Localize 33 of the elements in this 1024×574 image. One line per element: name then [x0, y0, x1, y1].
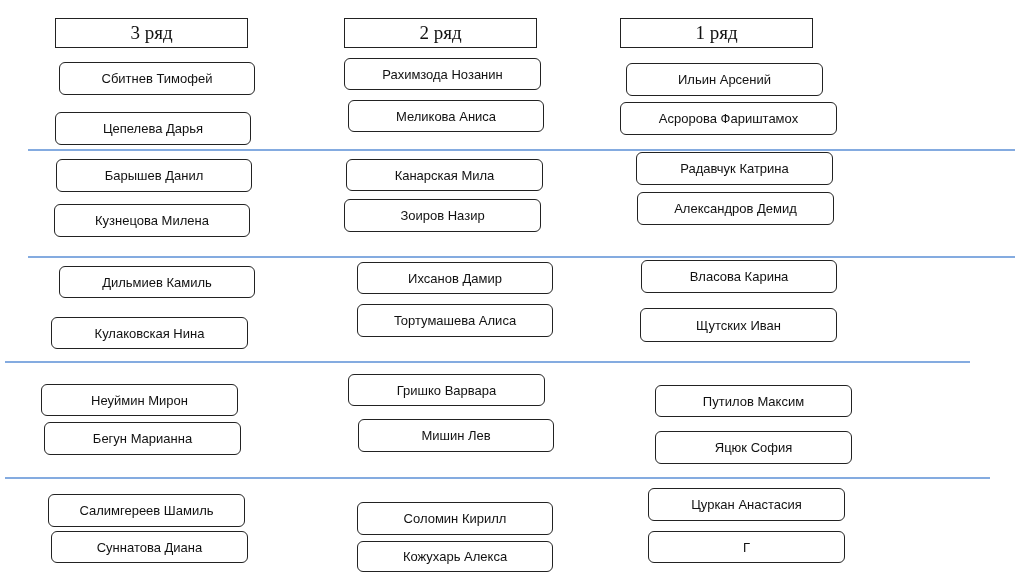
row-header: 3 ряд	[55, 18, 248, 48]
student-name-card: Рахимзода Нозанин	[344, 58, 541, 90]
student-name-card: Канарская Мила	[346, 159, 543, 191]
student-name-card: Радавчук Катрина	[636, 152, 833, 185]
student-name-card: Сбитнев Тимофей	[59, 62, 255, 95]
student-name-card: Ихсанов Дамир	[357, 262, 553, 294]
student-name-card: Салимгереев Шамиль	[48, 494, 245, 527]
student-name-card: Асророва Фариштамох	[620, 102, 837, 135]
student-name-card: Власова Карина	[641, 260, 837, 293]
student-name-card: Неуймин Мирон	[41, 384, 238, 416]
student-name-card: Дильмиев Камиль	[59, 266, 255, 298]
student-name-card: Суннатова Диана	[51, 531, 248, 563]
student-name-card: Зоиров Назир	[344, 199, 541, 232]
student-name-card: Мишин Лев	[358, 419, 554, 452]
student-name-card: Яцюк София	[655, 431, 852, 464]
student-name-card: Г	[648, 531, 845, 563]
student-name-card: Кулаковская Нина	[51, 317, 248, 349]
student-name-card: Барышев Данил	[56, 159, 252, 192]
student-name-card: Соломин Кирилл	[357, 502, 553, 535]
row-header: 1 ряд	[620, 18, 813, 48]
student-name-card: Бегун Марианна	[44, 422, 241, 455]
student-name-card: Кузнецова Милена	[54, 204, 250, 237]
row-header: 2 ряд	[344, 18, 537, 48]
student-name-card: Александров Демид	[637, 192, 834, 225]
student-name-card: Гришко Варвара	[348, 374, 545, 406]
student-name-card: Ильин Арсений	[626, 63, 823, 96]
student-name-card: Тортумашева Алиса	[357, 304, 553, 337]
student-name-card: Кожухарь Алекса	[357, 541, 553, 572]
student-name-card: Щутских Иван	[640, 308, 837, 342]
student-name-card: Цепелева Дарья	[55, 112, 251, 145]
student-name-card: Цуркан Анастасия	[648, 488, 845, 521]
student-name-card: Меликова Аниса	[348, 100, 544, 132]
student-name-card: Путилов Максим	[655, 385, 852, 417]
